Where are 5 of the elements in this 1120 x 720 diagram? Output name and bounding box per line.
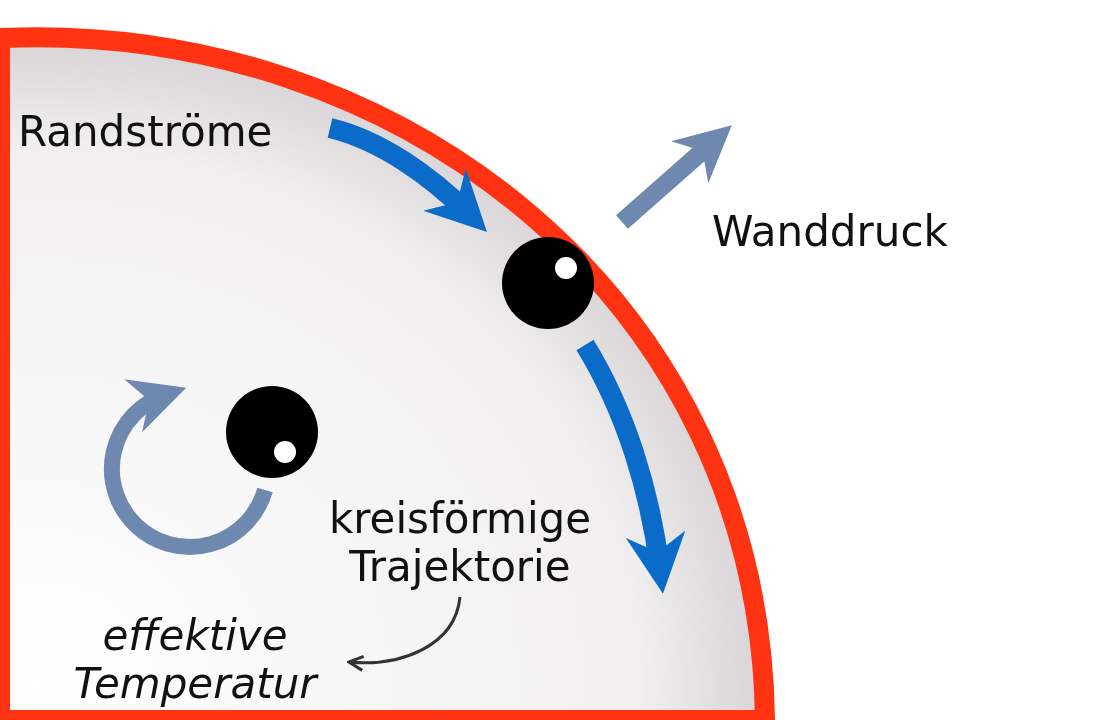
- curved-arrow: [347, 596, 462, 672]
- caption-text: kreisförmige Trajektorie: [300, 495, 620, 591]
- label-text: Randströme: [18, 108, 273, 156]
- caption-text: effektive Temperatur: [45, 612, 345, 708]
- label-text: Wanddruck: [712, 208, 948, 256]
